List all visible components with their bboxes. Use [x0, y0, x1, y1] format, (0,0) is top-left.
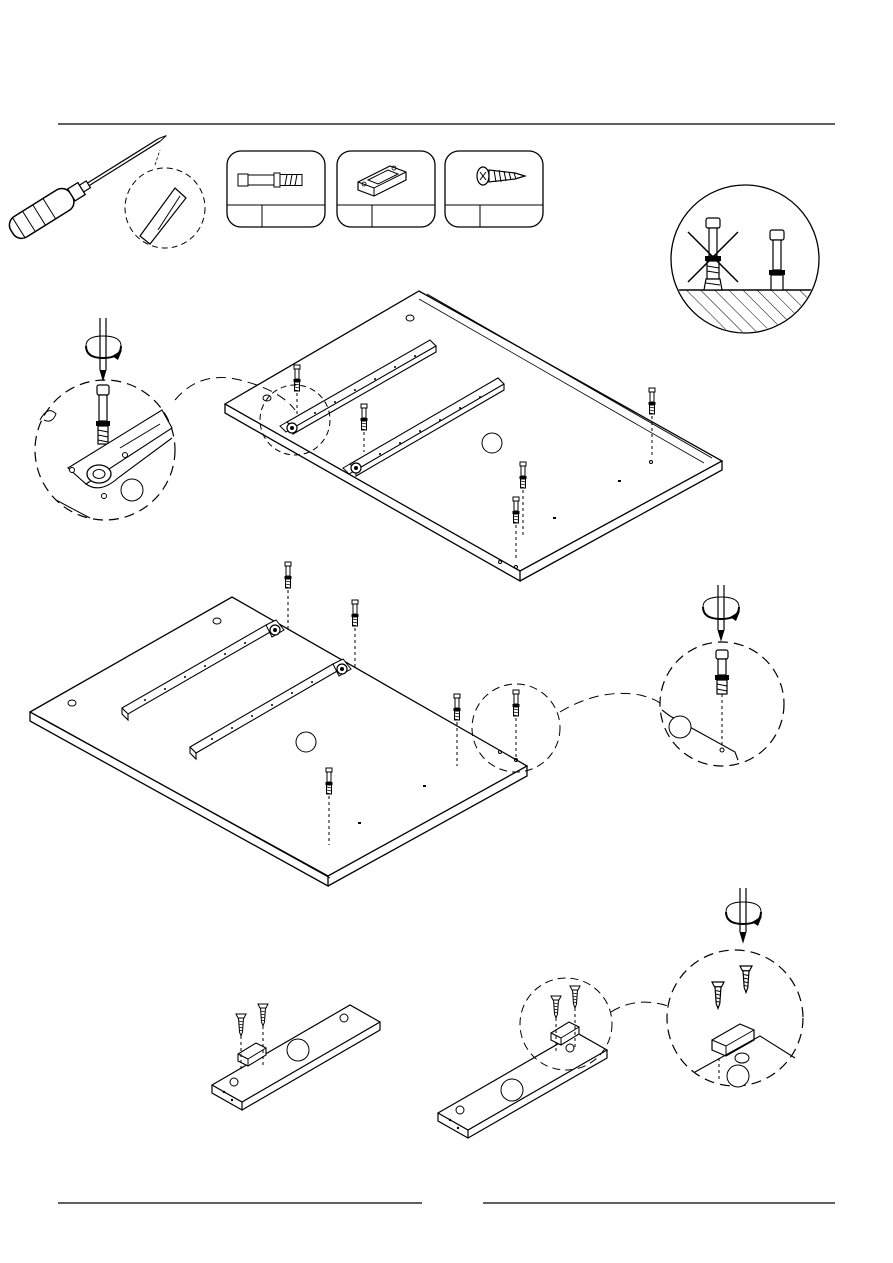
upper-panel: [225, 291, 722, 581]
cam-bolt-icon: [513, 690, 520, 758]
installation-depth-note: [660, 185, 840, 350]
cam-bolt-icon: [238, 173, 302, 187]
cam-bolt-icon: [352, 600, 359, 670]
screwdriver-rotation-icon: [86, 318, 122, 380]
part-box-cam-bolt: [227, 151, 325, 227]
screwdriver-tip-detail: [125, 150, 205, 248]
screwdriver-rotation-icon: [703, 585, 740, 640]
left-rail: [212, 1005, 380, 1110]
detail-magnifier-right: [560, 585, 784, 766]
lower-panel: [30, 597, 527, 886]
detail-magnifier-catch: [611, 888, 803, 1087]
screwdriver-rotation-icon: [726, 888, 762, 942]
cam-bolt-icon: [285, 562, 292, 632]
part-box-wood-screw: [445, 151, 543, 227]
part-box-drawer-catch: [337, 151, 435, 227]
right-rail: [438, 1022, 607, 1138]
